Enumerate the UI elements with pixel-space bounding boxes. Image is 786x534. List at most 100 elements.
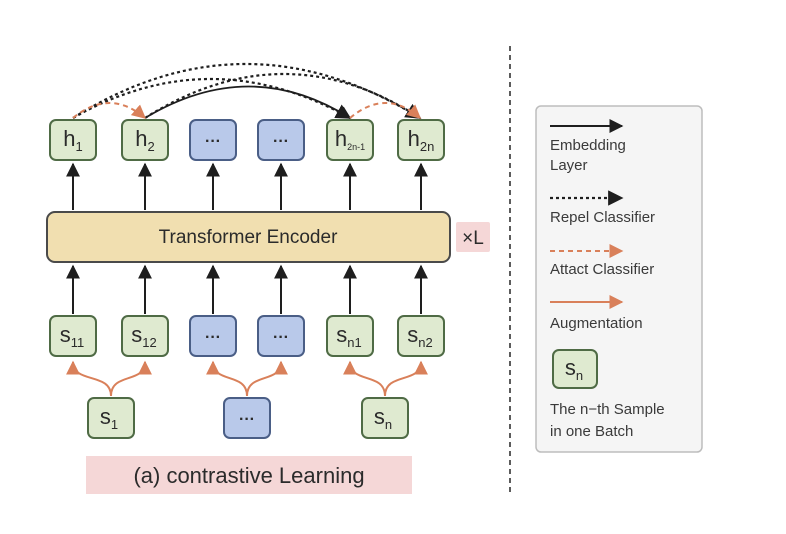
node-sub-text: n: [385, 417, 392, 432]
repel-arc-h1-h2n: [72, 62, 422, 119]
caption-text: (a) contrastive Learning: [133, 463, 364, 488]
node-sub-text: 2n-1: [347, 142, 365, 152]
legend-sample-text-1: The n−th Sample: [550, 401, 665, 418]
node-base-text: s: [60, 322, 71, 347]
legend-sample-rect: [552, 349, 598, 389]
top-node-h2n: h2n: [397, 119, 445, 161]
legend-embedding-text-2: Layer: [550, 157, 588, 174]
node-base-text: ···: [273, 133, 289, 150]
node-box: [189, 119, 237, 161]
aug-node-sn1: sn1: [326, 315, 374, 357]
svg-text:sn2: sn2: [407, 322, 432, 350]
augmentation-arrow: [66, 360, 112, 397]
node-base-text: ···: [205, 133, 221, 150]
top-node-h2n-1: h2n-1: [326, 119, 374, 161]
svg-text:h2n-1: h2n-1: [335, 126, 365, 152]
augmentation-arrow: [110, 360, 152, 397]
encoder-input-arrows: [66, 264, 428, 314]
top-node-ellipsis-2: ···: [257, 119, 305, 161]
aug-node-s11: s11: [49, 315, 97, 357]
top-node-h2: h2: [121, 119, 169, 161]
svg-text:sn1: sn1: [336, 322, 361, 350]
legend-sample-node: sn: [552, 349, 598, 389]
figure-caption: (a) contrastive Learning: [86, 456, 412, 494]
node-box: [189, 315, 237, 357]
node-box: [121, 315, 169, 357]
node-base-text: s: [407, 322, 418, 347]
node-box: [397, 315, 445, 357]
repel-arcs: [72, 62, 422, 119]
node-sub-text: 12: [142, 335, 156, 350]
repel-arc-h2-h2n: [144, 72, 422, 119]
svg-text:···: ···: [273, 133, 289, 150]
repeat-badge-bg: [456, 222, 490, 252]
svg-text:s11: s11: [60, 322, 85, 350]
sample-node-ellipsis: ···: [223, 397, 271, 439]
node-base-text: s: [131, 322, 142, 347]
attract-arc-h1-h2: [72, 102, 147, 119]
node-box: [257, 119, 305, 161]
legend-panel: Embedding Layer Repel Classifier Attact …: [535, 105, 703, 453]
node-base-text: ···: [205, 329, 221, 346]
node-sub-text: n: [576, 368, 583, 383]
svg-text:h2n: h2n: [408, 126, 435, 154]
node-base-text: s: [336, 322, 347, 347]
top-node-group: h1 h2 ··· ··· h2n-1: [49, 119, 445, 161]
augmentation-arrow: [246, 360, 288, 397]
augmentation-arrows: [66, 360, 428, 397]
transformer-encoder-block: Transformer Encoder: [46, 211, 451, 263]
node-base-text: ···: [239, 411, 255, 428]
svg-text:···: ···: [239, 411, 255, 428]
svg-text:h2: h2: [135, 126, 154, 154]
node-box: [223, 397, 271, 439]
caption-bg: [86, 456, 412, 494]
node-box: [121, 119, 169, 161]
node-sub-text: 2n: [420, 139, 434, 154]
node-base-text: s: [565, 355, 576, 380]
node-sub-text: 1: [76, 139, 83, 154]
node-box: [257, 315, 305, 357]
encoder-output-arrows: [66, 162, 428, 210]
node-sub-text: n1: [347, 335, 361, 350]
node-box: [397, 119, 445, 161]
svg-text:sn: sn: [565, 355, 583, 383]
top-node-ellipsis-1: ···: [189, 119, 237, 161]
node-sub-text: n2: [418, 335, 432, 350]
embedding-arc-h2-h2n-1: [144, 85, 352, 119]
node-sub-text: 2: [148, 139, 155, 154]
node-sub-text: 11: [71, 335, 85, 350]
svg-text:s1: s1: [100, 404, 118, 432]
legend-repel-text: Repel Classifier: [550, 209, 655, 226]
node-base-text: s: [100, 404, 111, 429]
node-base-text: h: [408, 126, 420, 151]
attract-arc-h2n-1-h2n: [349, 102, 422, 119]
node-box: [49, 119, 97, 161]
repel-arc-h1-h2n-1: [72, 77, 352, 119]
legend-sample-text-2: in one Batch: [550, 423, 633, 440]
legend-embedding-text-1: Embedding: [550, 137, 626, 154]
augmented-node-group: s11 s12 ··· ··· sn1: [49, 315, 445, 357]
top-node-h1: h1: [49, 119, 97, 161]
node-box: [361, 397, 409, 439]
legend-attract-text: Attact Classifier: [550, 261, 654, 278]
aug-node-s12: s12: [121, 315, 169, 357]
svg-text:···: ···: [205, 329, 221, 346]
node-sub-text: 1: [111, 417, 118, 432]
svg-text:···: ···: [205, 133, 221, 150]
encoder-label: Transformer Encoder: [159, 227, 338, 248]
node-box: [87, 397, 135, 439]
svg-text:s12: s12: [131, 322, 156, 350]
svg-text:h1: h1: [63, 126, 82, 154]
encoder-rect: [46, 211, 451, 263]
augmentation-arrow: [343, 360, 386, 397]
aug-node-sn2: sn2: [397, 315, 445, 357]
augmentation-arrow: [384, 360, 428, 397]
node-base-text: s: [374, 404, 385, 429]
repeat-label: ×L: [462, 228, 484, 249]
svg-text:···: ···: [273, 329, 289, 346]
sample-node-sn: sn: [361, 397, 409, 439]
node-box: [326, 119, 374, 161]
attract-arcs: [72, 102, 422, 119]
node-base-text: h: [335, 126, 347, 151]
